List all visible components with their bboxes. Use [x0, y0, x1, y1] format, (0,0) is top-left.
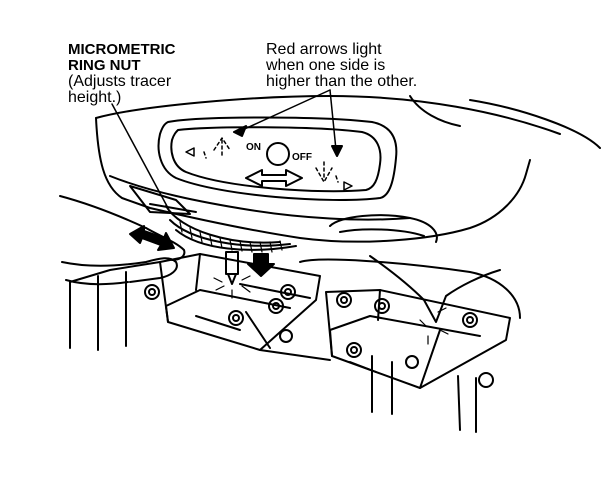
jaw-screw-3: [268, 298, 284, 314]
left-jaw: [144, 253, 321, 351]
jaw-screw-2: [280, 284, 296, 300]
micrometric-desc-line2: height.): [68, 89, 122, 106]
right-jaw: [325, 289, 511, 389]
micrometric-ring-nut-label: MICROMETRIC RING NUT (Adjusts tracer hei…: [68, 42, 176, 106]
jaw-screw-1: [144, 284, 160, 300]
micrometric-title-line2: RING NUT: [68, 57, 141, 74]
ring-knurling: [179, 221, 283, 253]
cutter-housing: [329, 214, 501, 345]
jaw-screw-11: [478, 372, 494, 388]
control-panel: ON OFF: [157, 116, 398, 201]
right-triangle-icon: [343, 181, 353, 191]
jaw-screw-7: [374, 298, 390, 314]
panel-on-label: ON: [246, 142, 261, 153]
jaw-screw-10: [405, 355, 419, 369]
callout-arrow-right-icon: [331, 145, 343, 157]
panel-power-button[interactable]: [266, 142, 290, 166]
jaw-screw-9: [346, 342, 362, 358]
red-arrows-line3: higher than the other.: [266, 73, 418, 90]
red-arrows-line2: when one side is: [266, 57, 386, 74]
left-red-arrow-indicator: [203, 137, 231, 159]
machine-housing: [95, 95, 601, 243]
jaw-screw-8: [462, 312, 478, 328]
level-double-arrow-icon: [245, 169, 303, 187]
callout-arrow-left-icon: [233, 125, 247, 137]
right-red-arrow-indicator: [315, 161, 339, 183]
micrometric-desc-line1: (Adjusts tracer: [68, 73, 172, 90]
micrometric-ring-nut[interactable]: [129, 185, 297, 253]
red-arrows-line1: Red arrows light: [266, 41, 382, 58]
carriage-base: [69, 258, 521, 433]
operator-hand: [59, 195, 186, 286]
left-triangle-icon: [185, 147, 195, 157]
jaw-screw-5: [279, 329, 293, 343]
red-arrows-label: Red arrows light when one side is higher…: [266, 42, 417, 90]
rotate-double-arrow-icon: [129, 225, 175, 251]
panel-off-label: OFF: [292, 152, 312, 163]
jaw-screw-6: [336, 292, 352, 308]
jaw-screw-4: [228, 310, 244, 326]
micrometric-title-line1: MICROMETRIC: [68, 41, 176, 58]
